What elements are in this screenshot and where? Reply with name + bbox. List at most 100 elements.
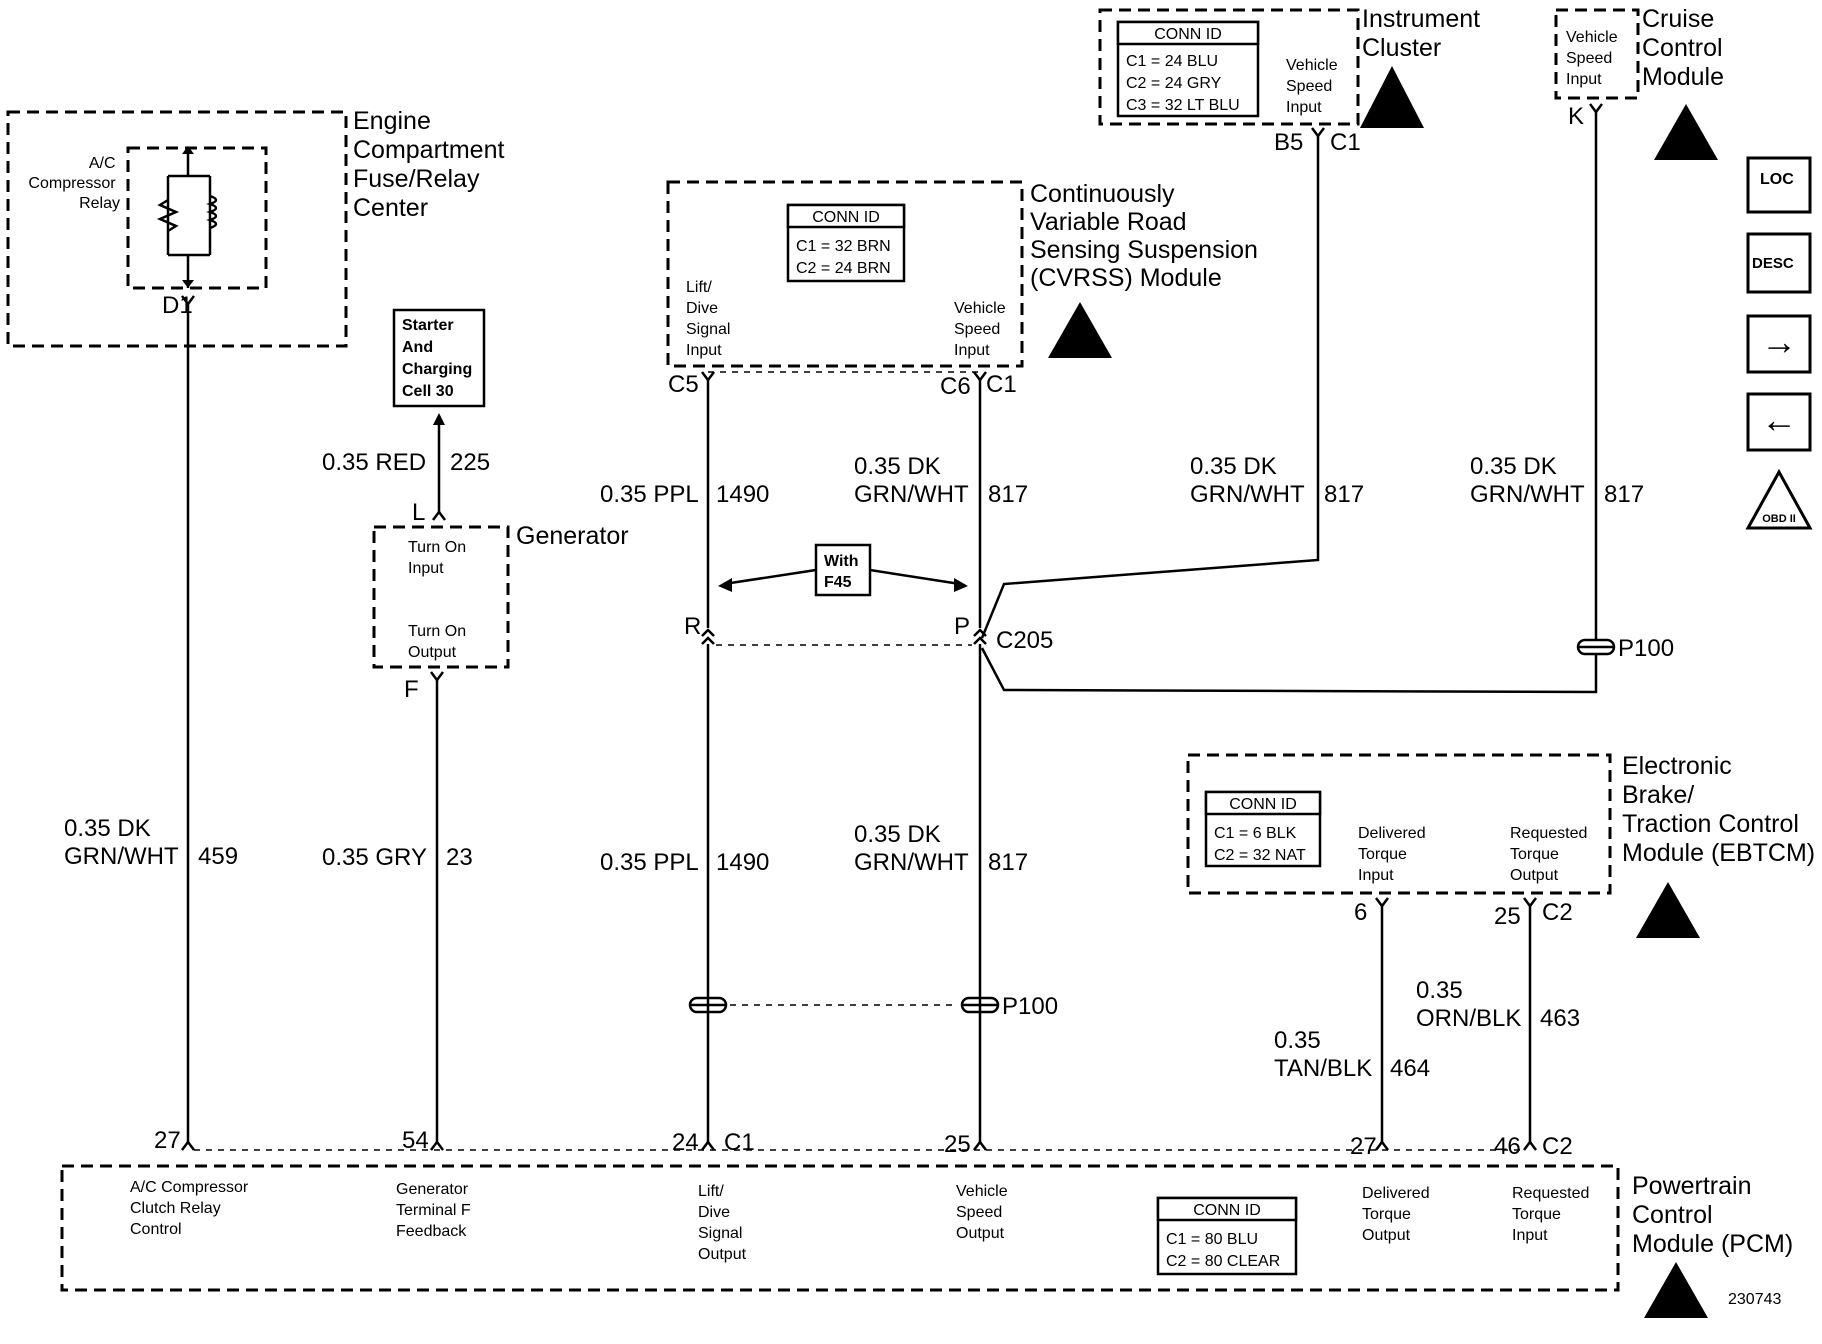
svg-text:C2: C2: [1542, 899, 1573, 926]
connector-c205: R P C205: [684, 613, 1053, 654]
cvrss-module: CONN ID C1 = 32 BRN C2 = 24 BRN Lift/ Di…: [666, 180, 1265, 400]
svg-text:CONN ID: CONN ID: [1229, 796, 1297, 813]
cvrss-title: Continuously Variable Road Sensing Suspe…: [1030, 180, 1265, 292]
svg-text:817: 817: [1604, 481, 1644, 508]
pcm: 27 54 24 C1 25 27 46 C2 A/C Compressor C…: [60, 1127, 1793, 1308]
svg-text:0.35 DK GRN/WHT: 0.35 DK GRN/WHT: [854, 453, 969, 508]
svg-text:25: 25: [1494, 903, 1521, 930]
wire-23-color: 0.35 GRY: [322, 844, 427, 871]
svg-text:Vehicle Speed Inpu: Vehicle Speed Input: [1566, 29, 1622, 88]
svg-text:25: 25: [944, 1131, 971, 1158]
svg-text:R: R: [684, 613, 701, 640]
option-with-f45: With F45: [718, 543, 968, 597]
next-arrow-button[interactable]: →: [1746, 314, 1812, 374]
svg-text:0.35 DK GRN/WHT: 0.35 DK GRN/WHT: [1470, 453, 1585, 508]
svg-text:C1 = 80 BLU C2 = 80 CLEA: C1 = 80 BLU C2 = 80 CLEAR: [1166, 1231, 1280, 1270]
generator: Turn On Input Turn On Output Generator F: [372, 522, 629, 703]
cruise-control-module: Vehicle Speed Input Cruise Control Modul…: [1554, 5, 1724, 130]
wire-1490: 0.35 PPL 1490 0.35 PPL 1490: [600, 371, 769, 1151]
pin-c5: C5: [668, 371, 699, 398]
svg-text:Delivered Torque O: Delivered Torque Output: [1362, 1185, 1434, 1244]
engine-fuse-relay-center: A/C Compressor Relay Engine Compartment …: [6, 107, 511, 348]
svg-text:817: 817: [988, 481, 1028, 508]
svg-text:Turn On Input Turn: Turn On Input Turn On Output: [408, 539, 471, 661]
wire-225: 0.35 RED 225 L: [322, 413, 490, 526]
svg-text:C1 = 24 BLU C2 = 24 GRY: C1 = 24 BLU C2 = 24 GRY C3 = 32 LT BLU: [1126, 53, 1240, 114]
svg-text:Powertrain Control: Powertrain Control Module (PCM): [1632, 1172, 1793, 1258]
wire-225-circuit: 225: [450, 449, 490, 476]
svg-text:Delivered Torque I: Delivered Torque Input: [1358, 825, 1430, 884]
svg-text:0.35 PPL: 0.35 PPL: [600, 849, 699, 876]
svg-text:27: 27: [154, 1127, 181, 1154]
svg-text:Requested Torque I: Requested Torque Input: [1512, 1185, 1594, 1244]
relay-label: A/C Compressor Relay: [28, 155, 120, 212]
svg-text:LOC: LOC: [1760, 171, 1794, 188]
figure-id: 230743: [1728, 1291, 1781, 1308]
svg-text:0.35 ORN/BLK: 0.35 ORN/BLK: [1416, 977, 1521, 1032]
svg-text:A/C Compressor Clutch Re: A/C Compressor Clutch Relay Control: [130, 1179, 253, 1238]
loc-button[interactable]: LOC: [1746, 156, 1812, 214]
svg-text:6: 6: [1354, 899, 1367, 926]
svg-text:C2: C2: [1542, 1133, 1573, 1160]
svg-text:463: 463: [1540, 1005, 1580, 1032]
svg-text:1490: 1490: [716, 481, 769, 508]
svg-text:Requested Torque O: Requested Torque Output: [1510, 825, 1592, 884]
esd-warning-icon: [1048, 66, 1718, 1318]
svg-text:Generator Terminal F: Generator Terminal F Feedback: [396, 1181, 475, 1240]
desc-button[interactable]: DESC: [1746, 232, 1812, 294]
wire-459-circuit: 459: [198, 843, 238, 870]
wire-817-instrument: 0.35 DK GRN/WHT 817: [980, 127, 1364, 639]
svg-text:Lift/ Dive Signal: Lift/ Dive Signal Output: [698, 1183, 747, 1263]
svg-text:OBD II: OBD II: [1762, 513, 1796, 525]
svg-text:0.35 PPL: 0.35 PPL: [600, 481, 699, 508]
wire-23-circuit: 23: [446, 844, 473, 871]
relay-symbol: [156, 146, 218, 288]
svg-text:C1 = 32 BRN C2 = 24 BRN: C1 = 32 BRN C2 = 24 BRN: [796, 238, 895, 277]
connector-p100-lower: P100: [688, 993, 1058, 1020]
svg-text:With F45: With F45: [824, 553, 863, 591]
pin-l: L: [412, 499, 425, 526]
svg-text:P100: P100: [1002, 993, 1058, 1020]
wire-463: 0.35 ORN/BLK 463: [1416, 897, 1580, 1151]
svg-text:K: K: [1568, 103, 1584, 130]
svg-text:817: 817: [988, 849, 1028, 876]
svg-text:54: 54: [402, 1127, 429, 1154]
ebtcm: CONN ID C1 = 6 BLK C2 = 32 NAT Delivered…: [1186, 752, 1815, 930]
prev-arrow-icon: ←: [1761, 399, 1797, 440]
instrument-cluster: CONN ID C1 = 24 BLU C2 = 24 GRY C3 = 32 …: [1098, 5, 1487, 156]
wire-23: 0.35 GRY 23: [322, 671, 473, 1151]
next-arrow-icon: →: [1761, 321, 1797, 362]
wire-225-color: 0.35 RED: [322, 449, 426, 476]
pin-f: F: [404, 676, 419, 703]
svg-text:Vehicle Speed Inpu: Vehicle Speed Input: [1286, 57, 1342, 116]
obd-ii-button[interactable]: OBD II: [1745, 468, 1813, 530]
svg-text:Instrument Cluster: Instrument Cluster: [1362, 5, 1487, 62]
wire-817-main: 0.35 DK GRN/WHT 817 0.35 DK GRN/WHT 817: [854, 371, 1028, 1151]
engine-fuse-title: Engine Compartment Fuse/Relay Center: [353, 107, 511, 222]
svg-text:B5: B5: [1274, 129, 1303, 156]
svg-text:C1: C1: [724, 1129, 755, 1156]
starter-charging-cell: Starter And Charging Cell 30: [392, 308, 486, 408]
svg-text:Starter And Chargi: Starter And Charging Cell 30: [402, 317, 477, 400]
wire-459: 0.35 DK GRN/WHT 459: [64, 295, 238, 1151]
svg-text:464: 464: [1390, 1055, 1430, 1082]
prev-arrow-button[interactable]: ←: [1746, 392, 1812, 452]
svg-text:C1: C1: [1330, 129, 1361, 156]
svg-text:CONN ID: CONN ID: [1193, 1202, 1261, 1219]
pin-c6-conn: C1: [986, 371, 1017, 398]
svg-text:1490: 1490: [716, 849, 769, 876]
svg-text:817: 817: [1324, 481, 1364, 508]
svg-text:C205: C205: [996, 627, 1053, 654]
svg-text:Vehicle Speed Inpu: Vehicle Speed Input: [954, 300, 1010, 359]
svg-text:27: 27: [1350, 1133, 1377, 1160]
svg-text:CONN ID: CONN ID: [1154, 26, 1222, 43]
svg-text:P100: P100: [1618, 635, 1674, 662]
svg-text:DESC: DESC: [1752, 255, 1794, 272]
wire-459-color: 0.35 DK GRN/WHT: [64, 815, 179, 870]
svg-text:Lift/ Dive Signal: Lift/ Dive Signal Input: [686, 279, 735, 359]
svg-text:CONN ID: CONN ID: [812, 209, 880, 226]
svg-text:46: 46: [1494, 1133, 1521, 1160]
svg-text:P: P: [954, 613, 970, 640]
svg-text:Electronic Brake/: Electronic Brake/ Traction Control Modul…: [1622, 752, 1815, 867]
